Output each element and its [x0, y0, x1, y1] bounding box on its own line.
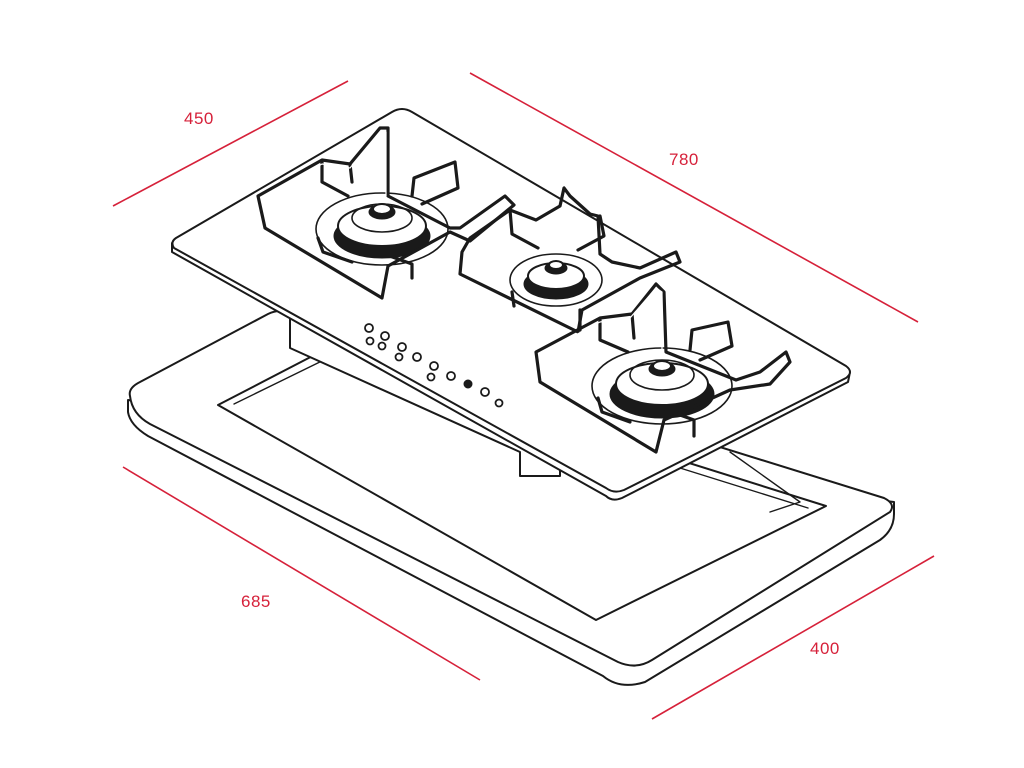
grate-right-arm-right [688, 320, 734, 362]
dimension-line-cutout-depth [651, 555, 935, 720]
dimension-labels: 450 780 685 400 [184, 109, 840, 658]
grate-middle-arm-front [510, 290, 582, 332]
hob-underbox-edge [519, 451, 549, 477]
knob-icon [480, 387, 490, 397]
burner-ring-outer [509, 253, 603, 307]
knob-icon [397, 342, 407, 352]
knob-icon [463, 379, 473, 389]
knob-icon [364, 323, 374, 333]
dimension-line-top-width [469, 72, 919, 323]
grate-left-arm-front [316, 236, 414, 280]
grate-left-highlight [261, 131, 387, 199]
dimension-label-top-depth: 450 [184, 109, 214, 128]
knob-icon [494, 398, 504, 408]
knob-icon [377, 341, 387, 351]
grate-right-arm-back [598, 312, 636, 354]
dimension-label-top-width: 780 [669, 150, 699, 169]
dimension-label-cutout-depth: 400 [810, 639, 840, 658]
burner-left [256, 126, 516, 300]
grate-left-arm-right [410, 160, 460, 206]
dimension-line-top-depth [112, 80, 349, 207]
grate-left [256, 126, 516, 300]
grate-right-highlight [539, 287, 663, 355]
grate-right [534, 282, 792, 454]
countertop-frame [127, 310, 895, 686]
burner-middle [458, 186, 682, 334]
dimension-lines [112, 72, 935, 720]
dimension-line-cutout-width [122, 466, 481, 681]
burner-center-cap [372, 203, 392, 215]
grate-right-arm-front [596, 396, 696, 438]
cutout-inner-wall-front [729, 451, 801, 513]
burner-ring-outer [315, 192, 449, 266]
knob-icon [365, 336, 375, 346]
grate-middle [458, 186, 682, 334]
knob-icon [426, 372, 436, 382]
burner-center-cap [652, 360, 672, 372]
burner-center-cap [548, 260, 564, 270]
control-knobs [364, 323, 504, 408]
knob-icon [446, 371, 456, 381]
knob-icon [394, 352, 404, 362]
knob-icon [412, 352, 422, 362]
knob-icon [429, 361, 439, 371]
burner-right [534, 282, 792, 454]
grate-middle-arm-right [576, 214, 606, 252]
dimension-label-cutout-width: 685 [241, 592, 271, 611]
countertop-cutout [217, 348, 827, 621]
knob-icon [380, 331, 390, 341]
grate-middle-arm-left [508, 208, 540, 250]
